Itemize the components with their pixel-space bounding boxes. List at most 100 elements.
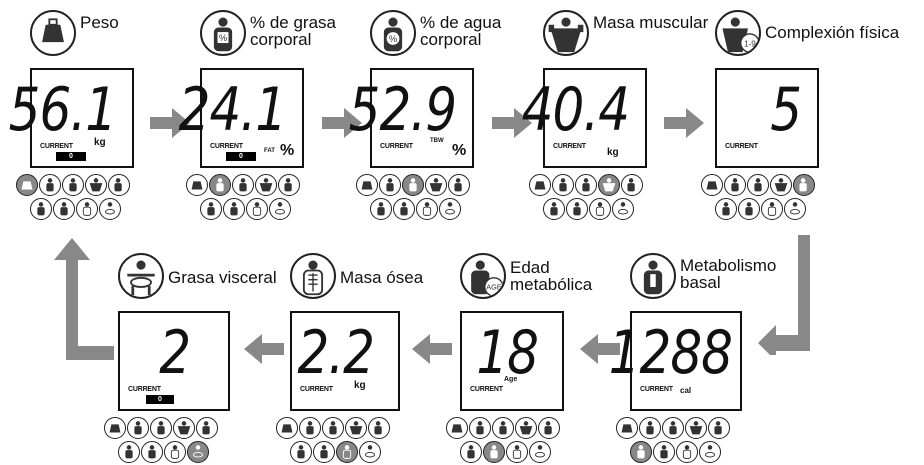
metabolic-age-icon — [483, 441, 505, 463]
step-title: Complexión física — [765, 23, 900, 42]
weight-icon — [529, 174, 551, 196]
bmr-icon — [370, 198, 392, 220]
reading-value: 5 — [770, 74, 802, 145]
reading-subscript: TBW — [430, 138, 444, 144]
physique-rating-icon — [538, 417, 560, 439]
current-label: CURRENT — [553, 143, 586, 150]
weight-icon — [186, 174, 208, 196]
body-water-icon — [232, 174, 254, 196]
reading-value: 56.1 — [8, 74, 117, 145]
body-fat-icon — [379, 174, 401, 196]
bone-mass-icon — [761, 198, 783, 220]
bmr-icon — [30, 198, 52, 220]
bone-mass-icon — [589, 198, 611, 220]
bmr-icon — [630, 253, 676, 299]
body-water-icon — [662, 417, 684, 439]
metabolic-age-icon — [653, 441, 675, 463]
physique-rating-icon — [368, 417, 390, 439]
bmr-icon — [460, 441, 482, 463]
current-label: CURRENT — [300, 386, 333, 393]
physique-rating-icon: 1-9 — [715, 10, 761, 56]
reading-value: 52.9 — [348, 74, 457, 145]
step-title: Grasa visceral — [168, 268, 277, 287]
physique-rating-icon — [708, 417, 730, 439]
metabolic-age-icon — [141, 441, 163, 463]
current-label: CURRENT — [470, 386, 503, 393]
weight-icon — [104, 417, 126, 439]
current-label: CURRENT — [380, 143, 413, 150]
lcd-display: 5 CURRENT — [715, 68, 819, 168]
physique-rating-icon — [448, 174, 470, 196]
right-arrow — [322, 108, 362, 138]
muscle-mass-icon — [543, 10, 589, 56]
bmr-icon — [290, 441, 312, 463]
mode-icons — [356, 174, 486, 222]
bone-mass-icon — [676, 441, 698, 463]
reading-unit: cal — [680, 386, 692, 395]
right-arrow — [150, 108, 190, 138]
metabolic-age-icon — [223, 198, 245, 220]
bone-mass-icon — [506, 441, 528, 463]
reading-unit: % — [280, 142, 295, 159]
right-arrow — [492, 108, 532, 138]
step-title: % de agua corporal — [420, 13, 502, 49]
left-arrow — [412, 334, 452, 364]
svg-text:AGE: AGE — [486, 283, 502, 292]
visceral-fat-icon — [784, 198, 806, 220]
muscle-mass-icon — [685, 417, 707, 439]
current-label: CURRENT — [210, 143, 243, 150]
step-title: Peso — [80, 13, 119, 32]
reading-value: 2.2 — [297, 317, 375, 388]
lcd-display: 52.9 TBW % CURRENT — [349, 68, 474, 168]
mode-icons — [16, 174, 146, 222]
visceral-fat-icon — [439, 198, 461, 220]
lcd-display: 24.1 FAT % CURRENT 0 — [179, 68, 304, 168]
body-fat-icon — [299, 417, 321, 439]
weight-icon — [446, 417, 468, 439]
muscle-mass-icon — [85, 174, 107, 196]
current-label: CURRENT — [725, 143, 758, 150]
reading-value: 1288 — [608, 317, 733, 388]
bone-mass-icon — [336, 441, 358, 463]
current-label: CURRENT — [40, 143, 73, 150]
visceral-fat-icon — [699, 441, 721, 463]
muscle-mass-icon — [515, 417, 537, 439]
physique-rating-icon — [278, 174, 300, 196]
reading-unit: kg — [94, 137, 106, 148]
weight-icon — [276, 417, 298, 439]
mode-icons — [186, 174, 316, 222]
bone-mass-icon — [290, 253, 336, 299]
badge-text: 1-9 — [744, 40, 756, 49]
metabolic-age-icon — [738, 198, 760, 220]
lcd-display: 56.1 kg CURRENT 0 — [9, 68, 134, 168]
visceral-fat-icon — [612, 198, 634, 220]
step-title: % de grasa corporal — [250, 13, 336, 49]
step-title: Masa ósea — [340, 268, 424, 287]
weight-icon — [616, 417, 638, 439]
visceral-fat-icon — [118, 253, 164, 299]
bone-mass-icon — [246, 198, 268, 220]
down-left-arrow — [750, 235, 810, 361]
body-water-icon — [575, 174, 597, 196]
visceral-fat-icon — [187, 441, 209, 463]
weight-icon — [356, 174, 378, 196]
metabolic-age-icon — [53, 198, 75, 220]
metabolic-age-icon — [393, 198, 415, 220]
body-fat-icon — [639, 417, 661, 439]
muscle-mass-icon — [598, 174, 620, 196]
bmr-icon — [200, 198, 222, 220]
current-label: CURRENT — [128, 386, 161, 393]
body-water-icon — [492, 417, 514, 439]
body-water-icon — [150, 417, 172, 439]
current-label: CURRENT — [640, 386, 673, 393]
mode-icons — [276, 417, 406, 465]
physique-rating-icon — [621, 174, 643, 196]
lcd-display: 40.4 kg CURRENT — [522, 68, 647, 168]
mode-icons — [104, 417, 234, 465]
body-water-icon — [747, 174, 769, 196]
mode-icons — [446, 417, 576, 465]
svg-text:%: % — [389, 34, 397, 44]
mode-icons — [701, 174, 831, 222]
left-arrow — [244, 334, 284, 364]
left-arrow — [580, 334, 620, 364]
